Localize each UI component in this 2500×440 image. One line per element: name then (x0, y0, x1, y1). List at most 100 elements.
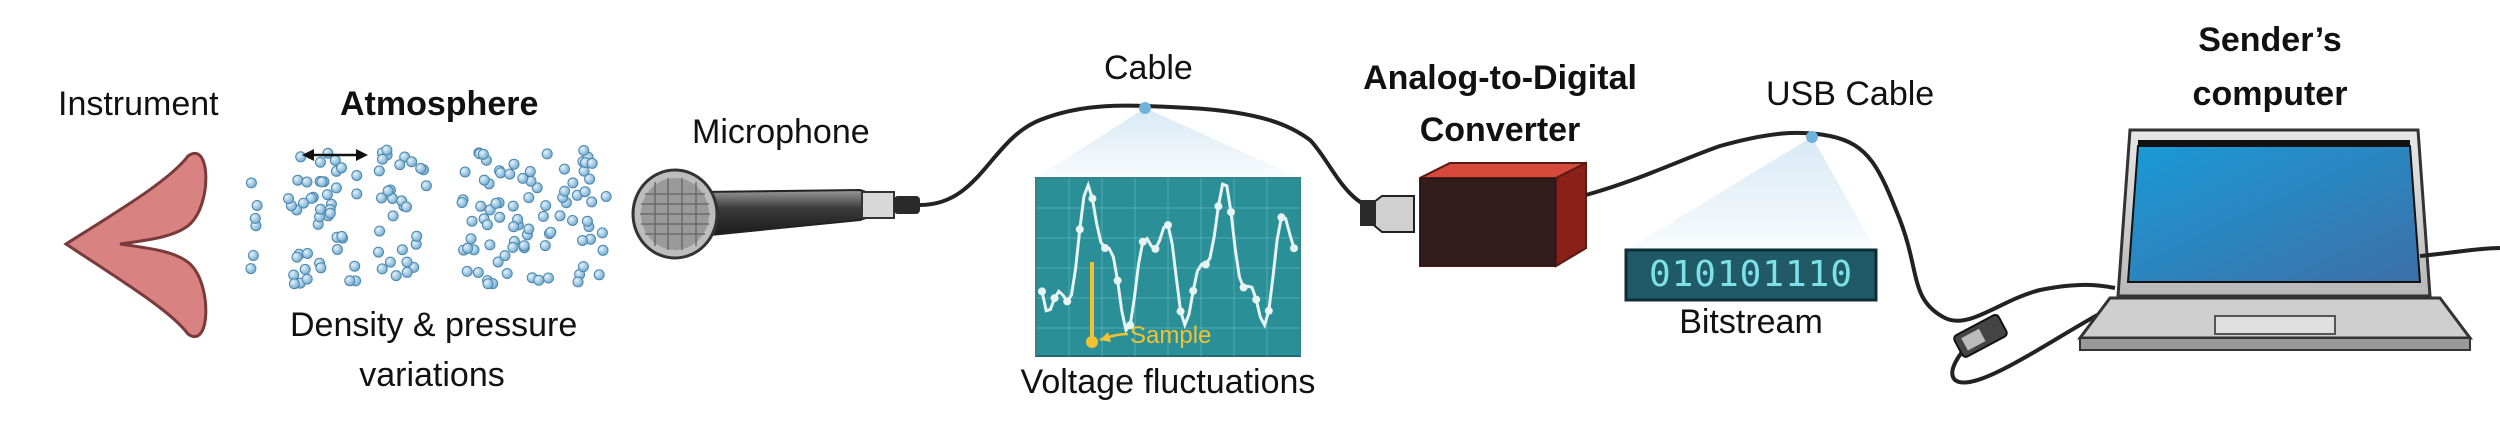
air-particle (377, 153, 388, 165)
air-particle (477, 148, 489, 160)
air-particle (541, 148, 553, 160)
air-particle (465, 233, 477, 245)
waveform-dot (1214, 202, 1223, 211)
air-particle (376, 263, 388, 275)
air-particle (382, 185, 394, 197)
air-particle (381, 144, 393, 156)
waveform-dot (1164, 221, 1172, 230)
air-particle (504, 168, 516, 180)
air-particle (475, 200, 487, 212)
air-particle (247, 250, 259, 261)
waveform-dot (1252, 295, 1261, 304)
air-particle (251, 200, 263, 211)
voltage-label: Voltage fluctuations (1020, 363, 1316, 401)
bitstream-label: Bitstream (1679, 303, 1823, 341)
air-particle (466, 215, 478, 227)
air-particle (459, 166, 471, 178)
air-particle (396, 244, 408, 256)
air-particle (507, 200, 519, 212)
air-particle (292, 174, 304, 186)
air-particle (501, 268, 513, 279)
air-particle (567, 215, 579, 226)
air-particle (315, 203, 326, 215)
air-particle (245, 263, 257, 275)
air-particle (456, 197, 468, 208)
air-particle (586, 196, 598, 208)
cable-zoom-beam (1036, 108, 1300, 178)
air-particle (518, 240, 530, 252)
air-particle (394, 159, 406, 171)
air-particle (349, 260, 361, 272)
waveform-dot (1227, 208, 1235, 217)
air-particle (373, 165, 385, 177)
waveform-dot (1290, 244, 1298, 253)
air-particle (540, 200, 552, 212)
waveform-dot (1050, 294, 1059, 303)
air-particle (559, 185, 571, 197)
air-particle (305, 192, 317, 204)
air-particle (545, 226, 557, 238)
air-particle (330, 182, 342, 194)
laptop-cable (2419, 246, 2500, 258)
air-particle (301, 273, 313, 285)
air-particle (593, 269, 605, 281)
air-particle (291, 251, 303, 263)
air-particle (316, 176, 328, 188)
waveform-dot (1239, 283, 1248, 292)
air-particle (572, 276, 584, 288)
air-particle (301, 176, 313, 188)
air-particle (508, 221, 520, 233)
air-particle (517, 172, 529, 184)
air-particle (351, 170, 363, 181)
air-particle (390, 270, 402, 282)
cable-label: Cable (1104, 49, 1193, 87)
air-particle (554, 210, 566, 222)
air-particle (373, 246, 384, 258)
atmosphere-label: Atmosphere (340, 85, 539, 123)
air-particle (495, 167, 507, 179)
air-particle (579, 186, 591, 198)
air-particle (302, 248, 313, 259)
air-particle (577, 261, 589, 273)
air-particle (523, 223, 535, 235)
adc-label-line1: Analog-to-Digital (1363, 59, 1637, 97)
waveform-dot (1189, 286, 1198, 295)
waveform-dot (1101, 244, 1109, 252)
air-particle (494, 211, 506, 223)
air-particle (387, 210, 399, 222)
adc-box-icon (1360, 161, 1587, 268)
air-particle (508, 158, 520, 170)
air-particle (542, 272, 554, 284)
microphone-label: Microphone (692, 113, 870, 151)
air-particle (461, 265, 473, 277)
air-particle (482, 278, 494, 290)
air-particle (499, 250, 511, 262)
air-particle (299, 263, 311, 275)
air-particle (492, 256, 504, 268)
air-particle (600, 191, 612, 202)
air-particle (523, 192, 535, 204)
adc-label-line2: Converter (1419, 111, 1581, 149)
air-particle (415, 162, 427, 174)
air-particle (559, 163, 570, 175)
waveform-dot (1088, 194, 1097, 203)
waveform-dot (1113, 276, 1122, 285)
air-particle (586, 157, 598, 169)
air-particle (384, 256, 396, 268)
waveform-dot (1063, 297, 1072, 306)
usb-sample-point (1806, 131, 1818, 143)
air-particle (401, 201, 412, 213)
air-particle (288, 278, 300, 290)
air-particle (539, 240, 551, 252)
air-particle (336, 230, 348, 242)
air-particle (537, 210, 549, 222)
laptop-icon (2077, 128, 2473, 351)
air-particle (411, 230, 423, 242)
computer-label-line1: Sender’s (2198, 21, 2342, 59)
density-label-line1: Density & pressure (290, 306, 578, 344)
air-particle (376, 192, 387, 204)
computer-label-line2: computer (2192, 75, 2348, 113)
air-particles (245, 144, 612, 290)
usb-cable (1585, 130, 2116, 323)
